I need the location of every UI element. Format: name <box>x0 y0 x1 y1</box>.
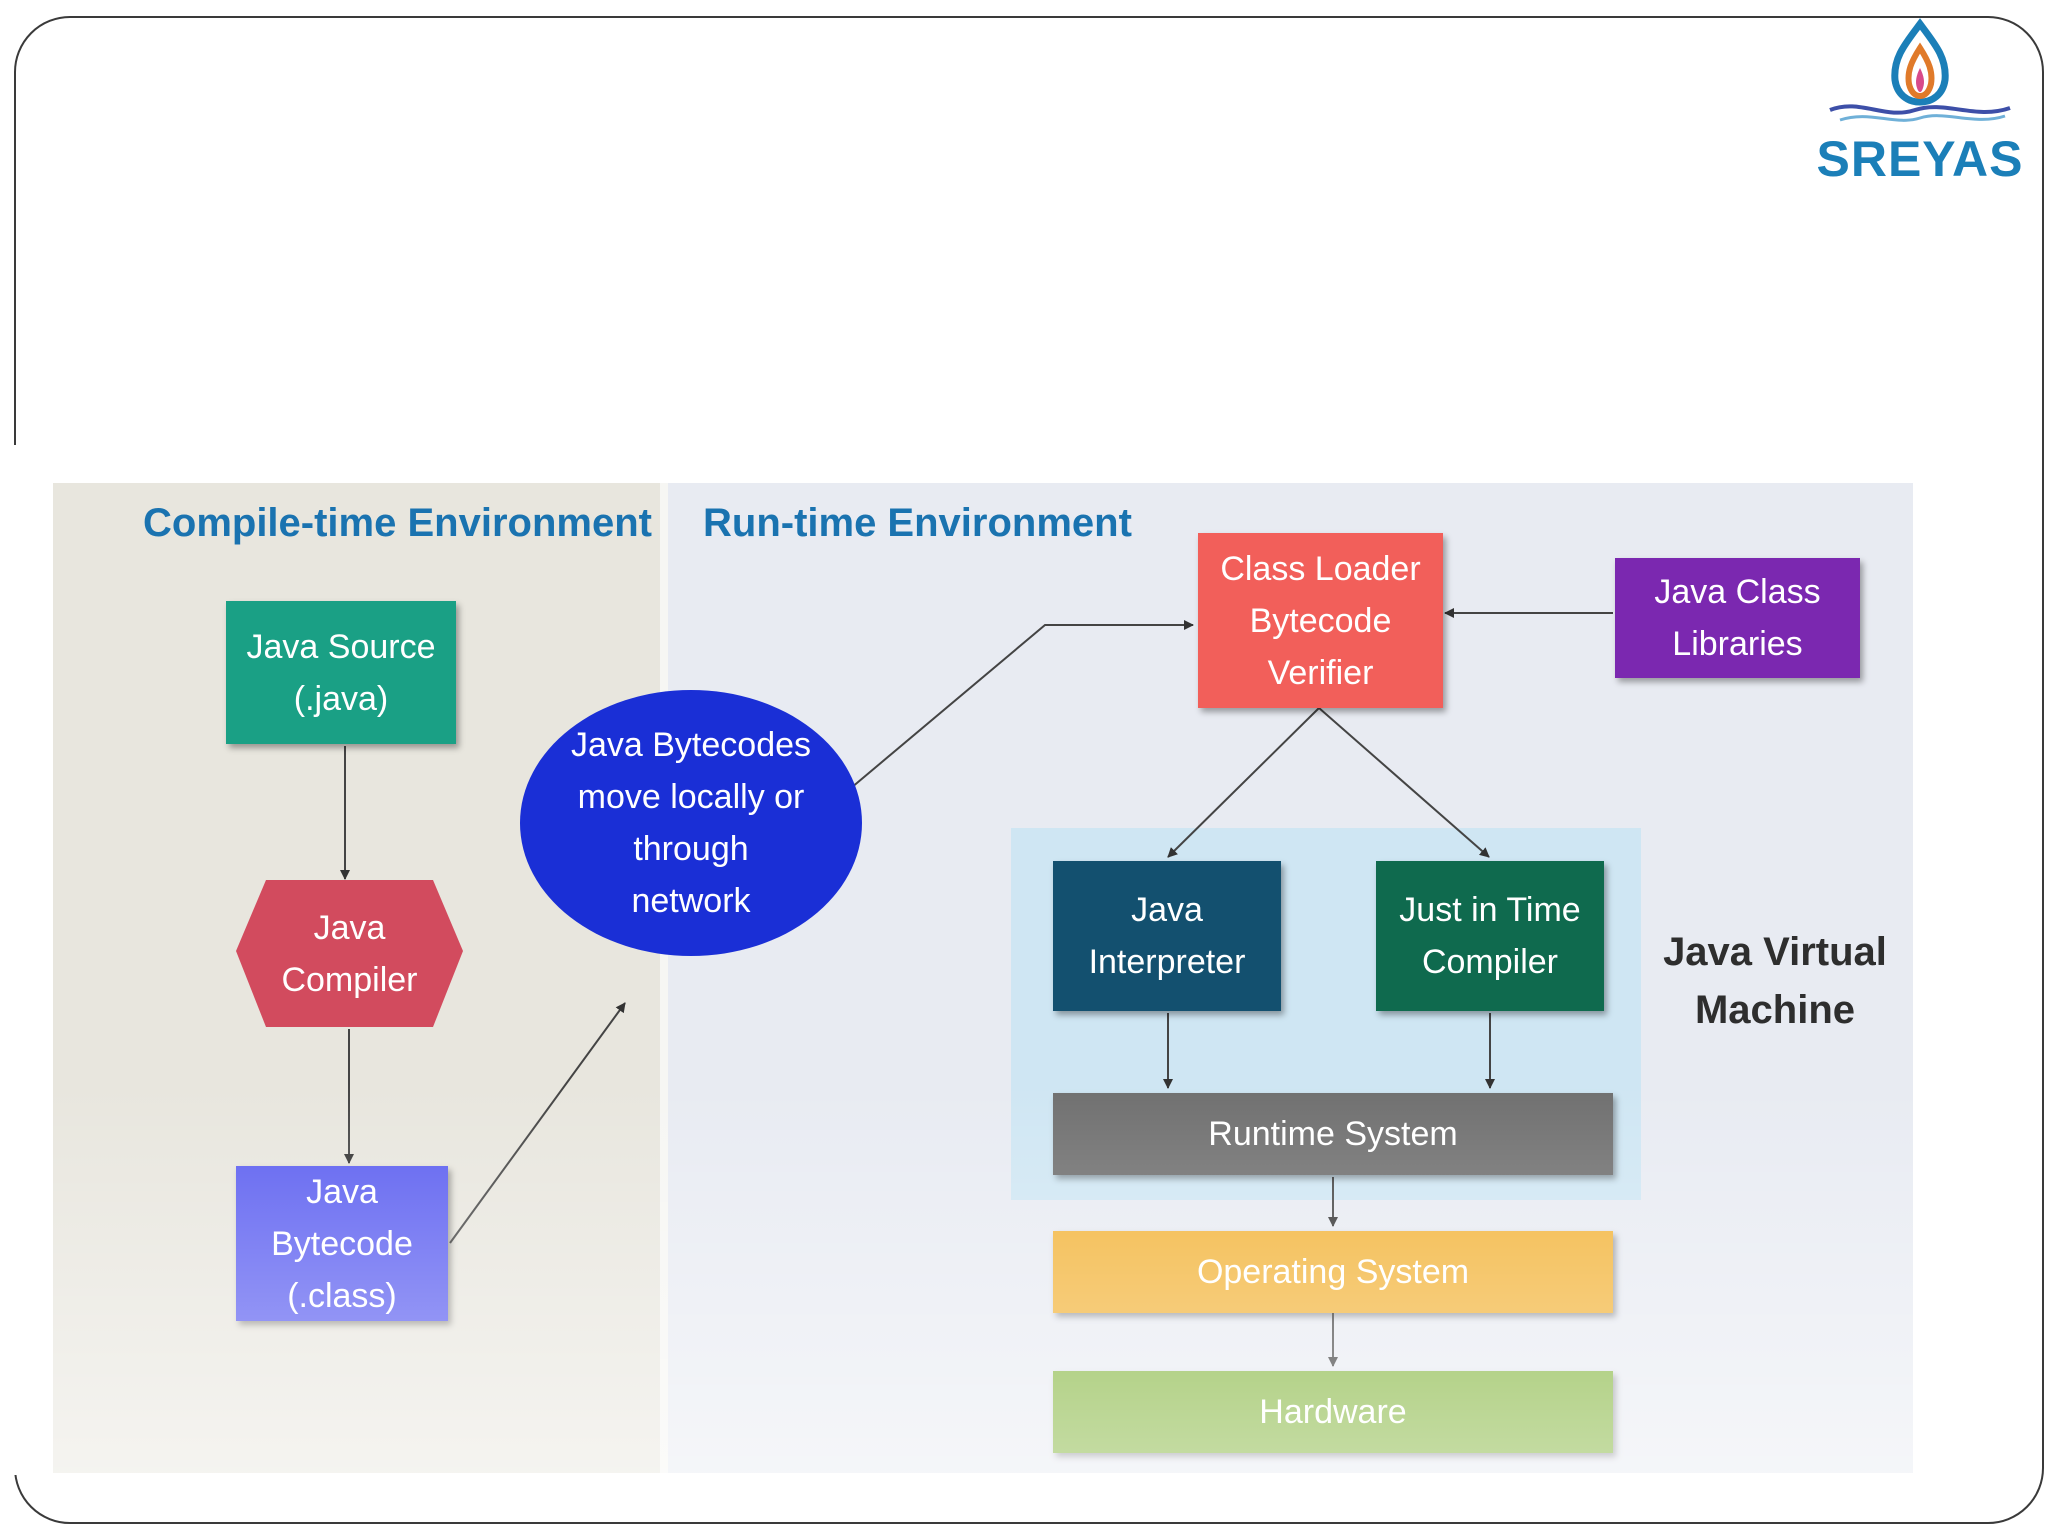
arrow-classloader-to-interpreter <box>1167 707 1320 858</box>
frame-gap <box>8 445 22 1475</box>
jvm-heading: Java Virtual Machine <box>1663 930 1887 1032</box>
java-source-node: Java Source(.java) <box>226 601 456 744</box>
jvm-architecture-diagram: Compile-time Environment Run-time Enviro… <box>53 483 1913 1473</box>
runtime-system-node: Runtime System <box>1053 1093 1613 1175</box>
arrow-network-to-classloader <box>850 620 1194 789</box>
connector-arrows <box>236 608 1613 1367</box>
arrow-classloader-to-jit <box>1318 707 1490 858</box>
sreyas-logo: SREYAS <box>1815 18 2035 193</box>
compile-time-heading: Compile-time Environment <box>143 501 652 545</box>
region-divider <box>660 483 668 1473</box>
hardware-node: Hardware <box>1053 1371 1613 1453</box>
run-time-heading: Run-time Environment <box>703 501 1132 545</box>
java-compiler-shape <box>236 880 463 1027</box>
operating-system-node: Operating System <box>1053 1231 1613 1313</box>
bytecodes-network-shape <box>520 690 862 956</box>
flame-emblem-icon <box>1829 18 2011 122</box>
arrow-bytecode-to-network <box>449 1002 626 1244</box>
logo-text: SREYAS <box>1816 131 2024 187</box>
